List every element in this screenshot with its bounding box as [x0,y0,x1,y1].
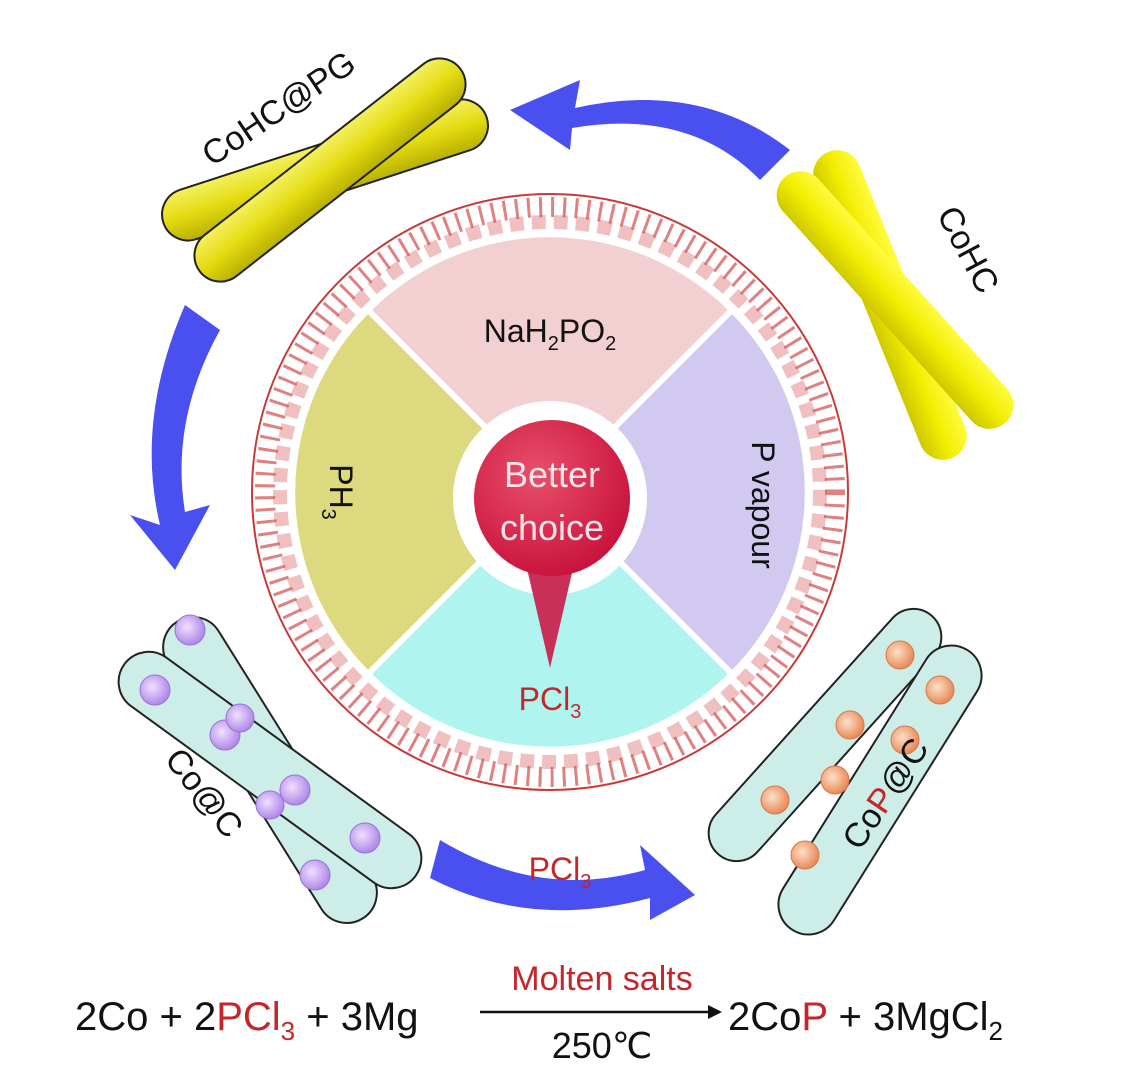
cohc-pg-rods [161,57,489,283]
condition-temperature: 250℃ [552,1025,653,1066]
cycle-arrows [130,80,790,920]
better-choice-badge [474,420,630,576]
arrow-label-pcl3: PCl3 [529,851,592,893]
sector-right-label: P vapour [745,441,781,569]
cohc-rods [776,150,1014,460]
better-choice-line1: Better [504,454,600,495]
arrow-bottom [430,840,695,920]
cobalt-particles [139,614,381,891]
central-wheel: Better choice NaH2PO2 PH3 P vapour PCl3 [251,193,849,791]
arrow-left [130,305,220,570]
sector-left [295,312,550,672]
label-cohc: CoHC [929,200,1006,300]
sector-left-label: PH3 [317,464,359,520]
sector-right [550,312,805,672]
equation-products: 2CoP + 3MgCl2 [728,995,1003,1046]
pointer-icon [525,560,575,668]
co-c-rods [117,616,423,924]
cop-particles [760,640,955,870]
condition-molten-salts: Molten salts [511,960,692,998]
scallop-ring [255,197,845,787]
equation-reactants: 2Co + 2PCl3 + 3Mg [75,995,419,1046]
better-choice-line2: choice [500,507,604,548]
sector-bottom-label: PCl3 [519,681,582,723]
sector-top-label: NaH2PO2 [484,313,617,355]
reaction-equation: 2Co + 2PCl3 + 3Mg Molten salts 250℃ 2CoP… [75,960,1003,1066]
sector-top [370,237,730,492]
arrow-top [510,80,790,180]
